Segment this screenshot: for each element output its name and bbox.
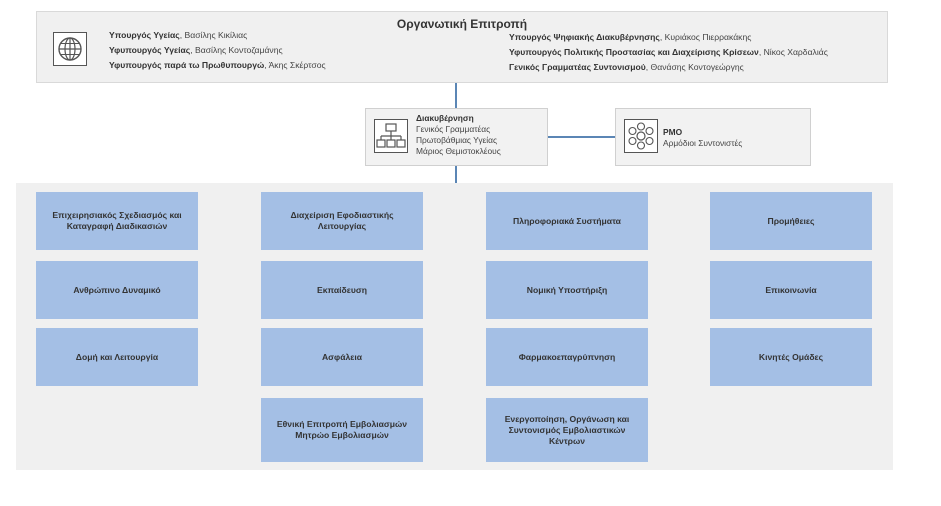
unit-information-systems: Πληροφοριακά Συστήματα [486, 192, 648, 250]
pmo-text: PMO Αρμόδιοι Συντονιστές [663, 127, 742, 149]
member-entry: Γενικός Γραμματέας Συντονισμού, Θανάσης … [509, 62, 744, 72]
org-chart-icon [374, 119, 408, 153]
connector-committee-governance [455, 83, 457, 108]
governance-line: Πρωτοβάθμιας Υγείας [416, 135, 497, 145]
unit-communication: Επικοινωνία [710, 261, 872, 319]
governance-box: Διακυβέρνηση Γενικός Γραμματέας Πρωτοβάθ… [365, 108, 548, 166]
member-entry: Υπουργός Υγείας, Βασίλης Κικίλιας [109, 30, 248, 40]
pmo-title: PMO [663, 127, 683, 137]
unit-legal-support: Νομική Υποστήριξη [486, 261, 648, 319]
pmo-subtitle: Αρμόδιοι Συντονιστές [663, 138, 743, 148]
committee-members-left: Υπουργός Υγείας, Βασίλης Κικίλιας Υφυπου… [109, 28, 326, 73]
organizing-committee-box: Οργανωτική Επιτροπή Υπουργός Υγείας, Βασ… [36, 11, 888, 83]
governance-line: Γενικός Γραμματέας [416, 124, 491, 134]
unit-structure-operation: Δομή και Λειτουργία [36, 328, 198, 386]
network-icon [624, 119, 658, 153]
unit-logistics: Διαχείριση Εφοδιαστικής Λειτουργίας [261, 192, 423, 250]
unit-business-planning: Επιχειρησιακός Σχεδιασμός και Καταγραφή … [36, 192, 198, 250]
globe-icon [53, 32, 87, 66]
member-entry: Υφυπουργός Υγείας, Βασίλης Κοντοζαμάνης [109, 45, 283, 55]
governance-text: Διακυβέρνηση Γενικός Γραμματέας Πρωτοβάθ… [416, 113, 501, 157]
committee-members-right: Υπουργός Ψηφιακής Διακυβέρνησης, Κυριάκο… [509, 30, 828, 75]
unit-vaccination-committee-registry: Εθνική Επιτροπή Εμβολιασμών Μητρώο Εμβολ… [261, 398, 423, 462]
unit-human-resources: Ανθρώπινο Δυναμικό [36, 261, 198, 319]
member-entry: Υφυπουργός Πολιτικής Προστασίας και Διαχ… [509, 47, 828, 57]
unit-mobile-teams: Κινητές Ομάδες [710, 328, 872, 386]
unit-security: Ασφάλεια [261, 328, 423, 386]
pmo-box: PMO Αρμόδιοι Συντονιστές [615, 108, 811, 166]
governance-line: Μάριος Θεμιστοκλέους [416, 146, 501, 156]
connector-governance-pmo [548, 136, 615, 138]
unit-vaccination-centers: Ενεργοποίηση, Οργάνωση και Συντονισμός Ε… [486, 398, 648, 462]
member-entry: Υφυπουργός παρά τω Πρωθυπουργώ, Άκης Σκέ… [109, 60, 326, 70]
governance-title: Διακυβέρνηση [416, 113, 474, 123]
committee-title: Οργανωτική Επιτροπή [396, 17, 528, 31]
unit-training: Εκπαίδευση [261, 261, 423, 319]
connector-governance-units [455, 166, 457, 183]
unit-procurement: Προμήθειες [710, 192, 872, 250]
unit-pharmacovigilance: Φαρμακοεπαγρύπνηση [486, 328, 648, 386]
member-entry: Υπουργός Ψηφιακής Διακυβέρνησης, Κυριάκο… [509, 32, 752, 42]
